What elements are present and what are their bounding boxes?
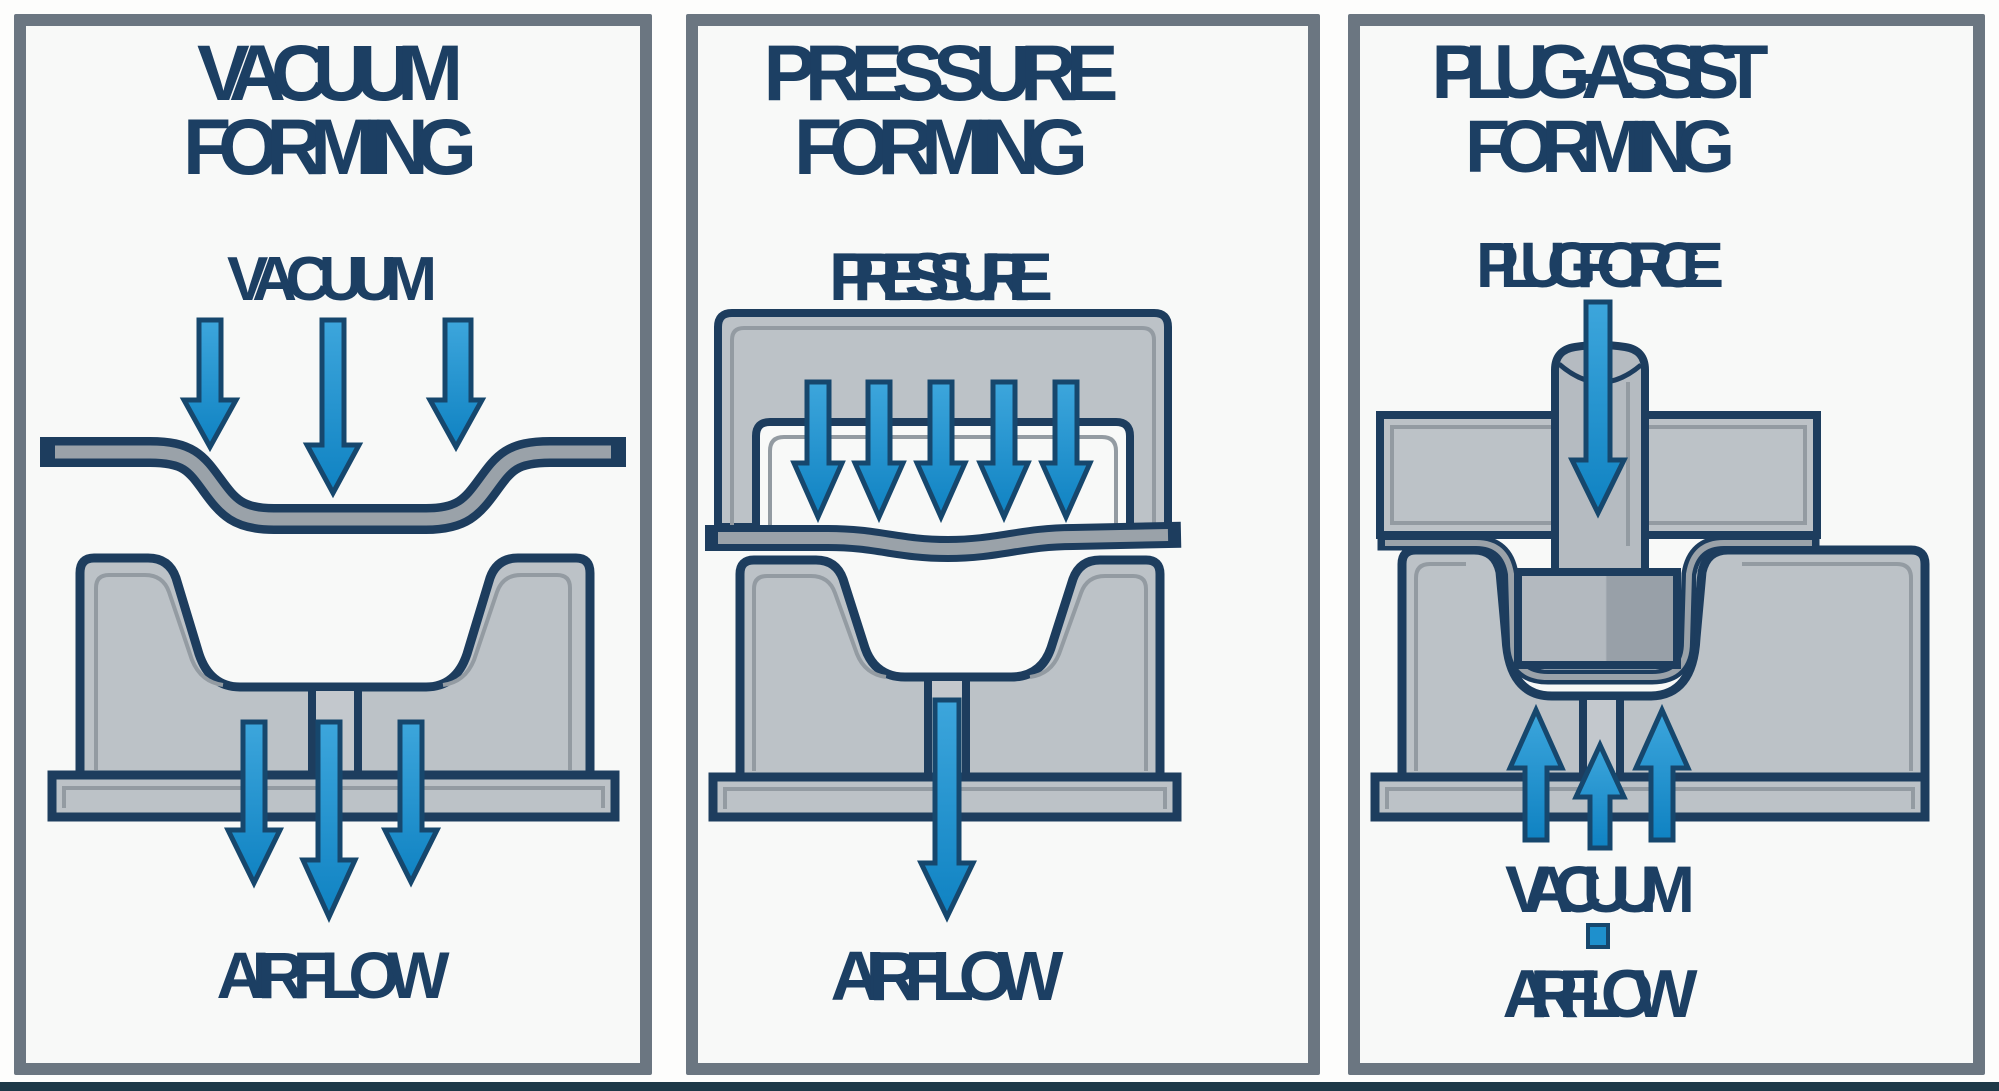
pressure-label: PRESSURE bbox=[829, 239, 1053, 315]
panel-title-line1: PRESSURE bbox=[764, 28, 1119, 117]
vacuum-forming-diagram: VACUUM FORMING VACUUM AIRFLOW bbox=[40, 28, 626, 1012]
up-arrow-icon bbox=[1506, 703, 1566, 843]
panel-title-line2: FORMING bbox=[1465, 105, 1735, 188]
plug-tip bbox=[1514, 568, 1681, 669]
panel-title-line1: PLUG-ASSIST bbox=[1432, 30, 1769, 115]
mold bbox=[47, 553, 620, 822]
vacuum-label: VACUUM bbox=[227, 245, 437, 314]
down-arrow-icon bbox=[976, 379, 1032, 524]
plastic-sheet bbox=[705, 521, 1182, 563]
vacuum-label: VACUUM bbox=[1505, 852, 1695, 926]
airflow-arrows bbox=[223, 719, 442, 924]
down-arrow-icon bbox=[380, 719, 442, 888]
down-arrow-icon bbox=[917, 697, 977, 923]
mold-detail-line bbox=[752, 574, 1148, 771]
pressure-arrows bbox=[790, 379, 1094, 524]
panel-vacuum-forming: VACUUM FORMING VACUUM AIRFLOW bbox=[14, 14, 652, 1075]
down-arrow-icon bbox=[1038, 379, 1094, 524]
down-arrow-icon bbox=[851, 379, 907, 524]
airflow-label: AIRFLOW bbox=[217, 938, 451, 1012]
panel-plug-assist-forming: PLUG-ASSIST FORMING PLUG FORCE VACUUM AI… bbox=[1348, 14, 1985, 1075]
up-arrow-icon bbox=[1632, 703, 1692, 843]
vacuum-airflow-marker bbox=[1586, 923, 1610, 949]
mold-detail-line bbox=[1414, 562, 1913, 771]
plastic-sheet bbox=[1377, 535, 1820, 685]
down-arrow-icon bbox=[223, 719, 285, 889]
bottom-accent-bar bbox=[0, 1082, 1999, 1091]
mold-detail-line bbox=[94, 573, 572, 770]
airflow-label: AIRFLOW bbox=[1503, 956, 1699, 1032]
panel-title-line2: FORMING bbox=[794, 102, 1088, 191]
vacuum-arrows bbox=[1506, 703, 1692, 851]
plug-assist-forming-diagram: PLUG-ASSIST FORMING PLUG FORCE VACUUM AI… bbox=[1370, 30, 1930, 1032]
vacuum-arrows bbox=[179, 317, 487, 499]
plug-force-arrow bbox=[1567, 299, 1629, 519]
down-arrow-icon bbox=[299, 719, 359, 924]
down-arrow-icon bbox=[913, 379, 969, 524]
down-arrow-icon bbox=[790, 379, 846, 524]
airflow-arrow bbox=[917, 697, 977, 923]
mold-body bbox=[735, 555, 1165, 782]
plug-force-label: PLUG FORCE bbox=[1476, 229, 1724, 301]
panel-pressure-forming: PRESSURE FORMING PRESSURE AIRFLOW bbox=[686, 14, 1320, 1075]
down-arrow-icon bbox=[1567, 299, 1629, 519]
down-arrow-icon bbox=[302, 317, 364, 499]
down-arrow-icon bbox=[179, 317, 241, 453]
pressure-forming-diagram: PRESSURE FORMING PRESSURE AIRFLOW bbox=[705, 28, 1182, 1015]
up-arrow-icon bbox=[1572, 739, 1628, 851]
panel-title-line2: FORMING bbox=[183, 102, 477, 191]
mold-body bbox=[75, 553, 595, 780]
plastic-sheet bbox=[40, 437, 626, 534]
panel-title-line1: VACUUM bbox=[197, 28, 463, 117]
down-arrow-icon bbox=[425, 317, 487, 453]
airflow-label: AIRFLOW bbox=[831, 937, 1064, 1015]
